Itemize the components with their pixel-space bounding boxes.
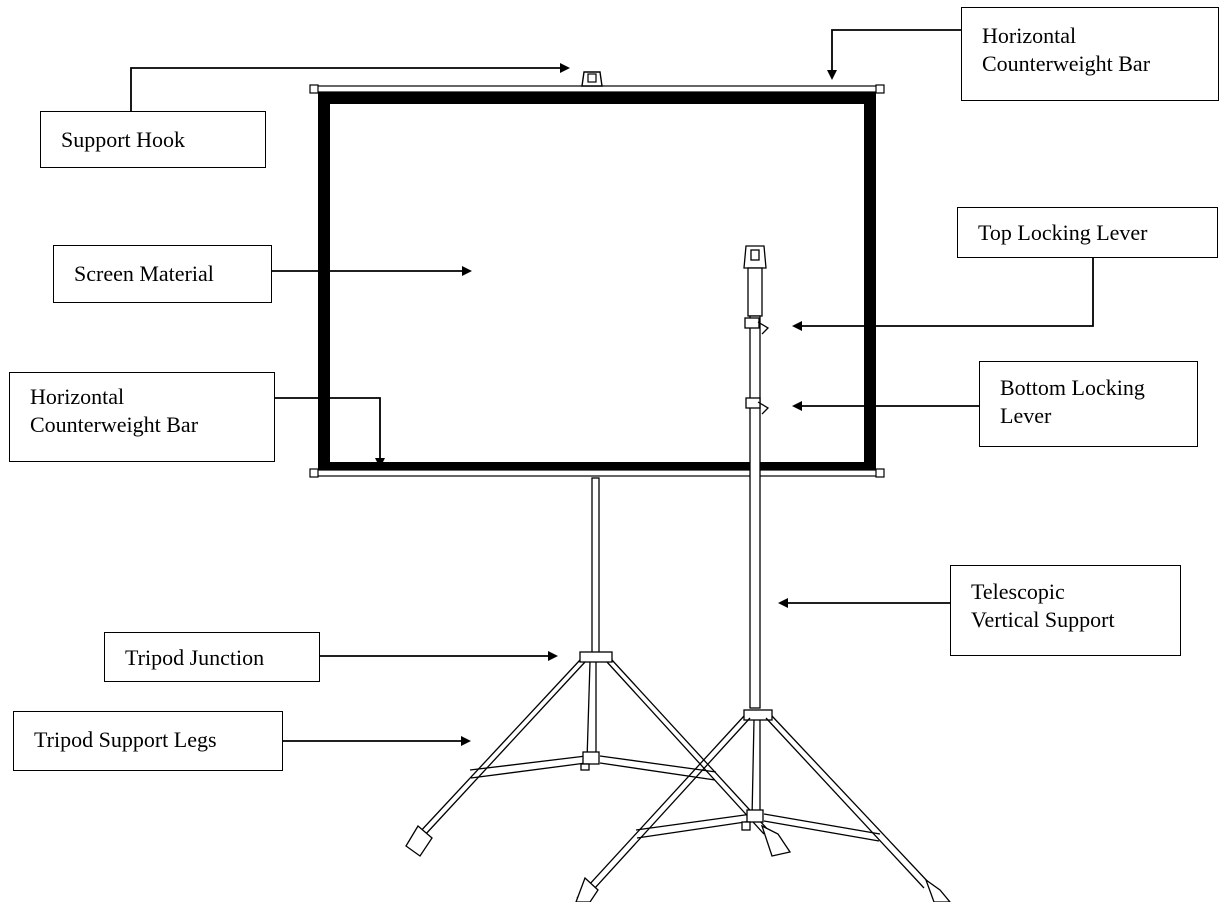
label-text: Bottom Locking xyxy=(1000,375,1145,400)
label-text: Counterweight Bar xyxy=(982,51,1151,76)
tripod-right xyxy=(575,245,951,902)
tripod-left xyxy=(405,477,792,857)
label-tripod-junction: Tripod Junction xyxy=(104,632,320,682)
label-text: Tripod Junction xyxy=(125,645,265,670)
label-screen-material: Screen Material xyxy=(53,245,272,303)
label-horizontal-counterweight-bar-bottom: Horizontal Counterweight Bar xyxy=(9,372,275,462)
label-text: Telescopic xyxy=(971,579,1065,604)
label-bottom-locking-lever: Bottom Locking Lever xyxy=(979,361,1198,447)
label-text: Lever xyxy=(1000,403,1052,428)
label-text: Counterweight Bar xyxy=(30,412,199,437)
label-text: Screen Material xyxy=(74,261,214,286)
label-tripod-support-legs: Tripod Support Legs xyxy=(13,711,283,771)
label-text: Horizontal xyxy=(30,384,125,409)
bottom-counterweight-bar xyxy=(309,468,885,478)
arrow-hcb-bottom xyxy=(275,397,385,468)
screen-material xyxy=(318,92,876,474)
label-text: Tripod Support Legs xyxy=(34,727,217,752)
connectors xyxy=(130,29,1094,746)
label-text: Horizontal xyxy=(982,23,1077,48)
arrow-support-hook xyxy=(130,63,570,111)
label-horizontal-counterweight-bar-top: Horizontal Counterweight Bar xyxy=(961,7,1219,101)
arrow-top-lever xyxy=(792,258,1094,331)
arrow-hcb-top xyxy=(827,29,961,80)
label-telescopic-vertical-support: Telescopic Vertical Support xyxy=(950,565,1181,656)
label-text: Vertical Support xyxy=(971,607,1115,632)
label-text: Support Hook xyxy=(61,127,186,152)
support-hook xyxy=(581,71,603,87)
label-top-locking-lever: Top Locking Lever xyxy=(957,207,1218,258)
label-support-hook: Support Hook xyxy=(40,111,266,168)
label-text: Top Locking Lever xyxy=(978,220,1148,245)
